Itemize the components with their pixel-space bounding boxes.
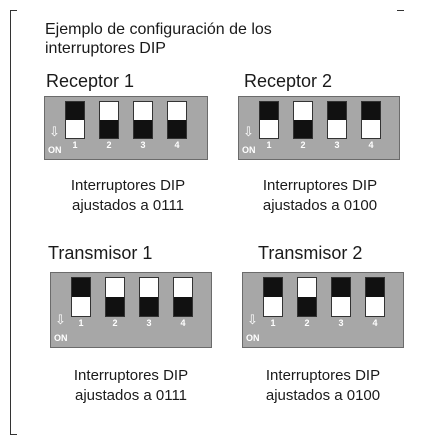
caption-line-1: Interruptores DIP [265, 367, 381, 384]
dip-switch-number: 4 [368, 140, 374, 150]
frame-left-border [10, 10, 11, 435]
on-label: ON [48, 145, 62, 155]
dip-switch-3: 3 [133, 101, 153, 150]
caption-transmisor-2: Interruptores DIP ajustados a 0100 [234, 366, 412, 406]
caption-transmisor-1: Interruptores DIP ajustados a 0111 [42, 366, 220, 406]
frame-top-right-border [397, 10, 404, 11]
caption-line-2: ajustados a 0100 [262, 197, 378, 214]
dip-switch-1: 1 [71, 277, 91, 328]
dip-switch-3: 3 [327, 101, 347, 150]
dip-switch-number: 3 [146, 318, 152, 328]
dip-switch-knob [168, 120, 186, 138]
dip-switch-number: 2 [304, 318, 310, 328]
dip-switch-4: 4 [173, 277, 193, 328]
dip-switch-knob [174, 297, 192, 316]
dip-switch-number: 3 [338, 318, 344, 328]
dip-switch-3: 3 [331, 277, 351, 328]
frame-top-border [10, 10, 17, 11]
caption-receptor-1: Interruptores DIP ajustados a 0111 [40, 176, 216, 216]
dip-switch-knob [66, 102, 84, 120]
caption-receptor-2: Interruptores DIP ajustados a 0100 [232, 176, 408, 216]
dip-switch-knob [332, 278, 350, 297]
dip-switch-4: 4 [167, 101, 187, 150]
dip-switch-1: 1 [259, 101, 279, 150]
dip-switch-number: 3 [140, 140, 146, 150]
dip-switch-knob [366, 278, 384, 297]
dip-switch-knob [72, 278, 90, 297]
panel-title-receptor-2: Receptor 2 [244, 71, 333, 91]
heading-line-2: interruptores DIP [45, 40, 166, 57]
heading: Ejemplo de configuración de los interrup… [45, 20, 385, 58]
dip-switch-number: 1 [78, 318, 84, 328]
dip-switch-2: 2 [293, 101, 313, 150]
dip-switch-3: 3 [139, 277, 159, 328]
dip-switch-block-receptor-2: ⇩ ON 1 2 3 4 [238, 96, 400, 160]
dip-switch-knob [362, 102, 380, 120]
dip-switch-number: 4 [372, 318, 378, 328]
dip-switch-knob [106, 297, 124, 316]
caption-line-1: Interruptores DIP [73, 367, 189, 384]
on-label: ON [54, 333, 68, 343]
dip-switch-4: 4 [365, 277, 385, 328]
dip-switch-2: 2 [99, 101, 119, 150]
dip-switch-1: 1 [65, 101, 85, 150]
dip-switch-number: 2 [112, 318, 118, 328]
on-arrow-icon: ⇩ [243, 124, 254, 139]
on-arrow-icon: ⇩ [49, 124, 60, 139]
dip-switch-number: 1 [266, 140, 272, 150]
on-arrow-icon: ⇩ [247, 312, 258, 327]
dip-switch-number: 4 [180, 318, 186, 328]
dip-switch-knob [294, 120, 312, 138]
caption-line-1: Interruptores DIP [262, 177, 378, 194]
dip-switch-number: 1 [72, 140, 78, 150]
dip-switch-block-receptor-1: ⇩ ON 1 2 3 4 [44, 96, 208, 160]
dip-switch-number: 3 [334, 140, 340, 150]
dip-switch-knob [134, 120, 152, 138]
dip-switch-block-transmisor-2: ⇩ ON 1 2 3 4 [242, 272, 404, 348]
on-label: ON [246, 333, 260, 343]
on-label: ON [242, 145, 256, 155]
on-arrow-icon: ⇩ [55, 312, 66, 327]
caption-line-2: ajustados a 0111 [74, 387, 188, 404]
panel-title-transmisor-1: Transmisor 1 [48, 243, 153, 263]
dip-switch-number: 2 [106, 140, 112, 150]
dip-switch-knob [260, 102, 278, 120]
frame-bottom-border [10, 434, 17, 435]
dip-switch-knob [298, 297, 316, 316]
dip-switch-knob [100, 120, 118, 138]
dip-switch-4: 4 [361, 101, 381, 150]
caption-line-2: ajustados a 0111 [71, 197, 185, 214]
panel-title-receptor-1: Receptor 1 [46, 71, 135, 91]
dip-switch-1: 1 [263, 277, 283, 328]
heading-line-1: Ejemplo de configuración de los [45, 21, 272, 38]
dip-switch-knob [264, 278, 282, 297]
panel-title-transmisor-2: Transmisor 2 [258, 243, 363, 263]
dip-switch-number: 2 [300, 140, 306, 150]
dip-switch-2: 2 [297, 277, 317, 328]
dip-switch-number: 1 [270, 318, 276, 328]
dip-switch-number: 4 [174, 140, 180, 150]
dip-switch-block-transmisor-1: ⇩ ON 1 2 3 4 [50, 272, 212, 348]
caption-line-2: ajustados a 0100 [265, 387, 381, 404]
caption-line-1: Interruptores DIP [70, 177, 186, 194]
dip-switch-knob [328, 102, 346, 120]
dip-switch-knob [140, 297, 158, 316]
dip-switch-2: 2 [105, 277, 125, 328]
